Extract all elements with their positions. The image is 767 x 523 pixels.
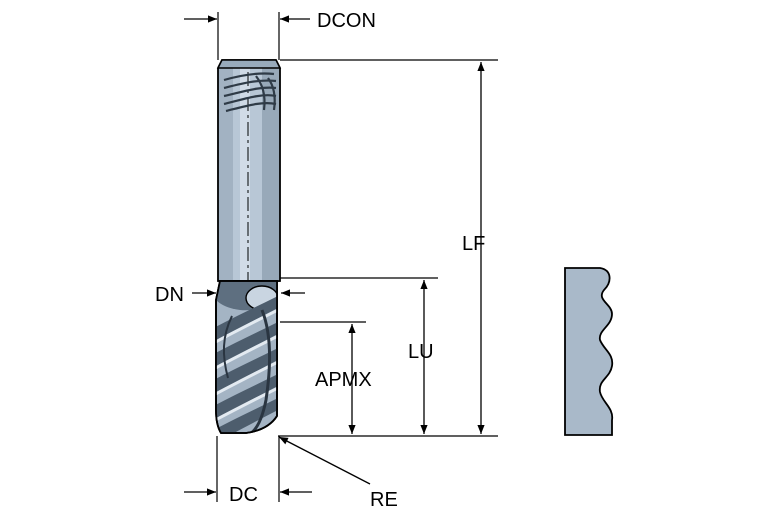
lu-label: LU xyxy=(408,341,434,363)
tool-shank xyxy=(216,59,282,282)
dcon-label: DCON xyxy=(317,10,376,32)
tool-flutes xyxy=(215,280,280,434)
apmx-label: APMX xyxy=(315,369,372,391)
dc-label: DC xyxy=(229,484,258,506)
re-leader xyxy=(278,436,371,485)
shank-thread-marks xyxy=(223,72,277,113)
re-label: RE xyxy=(370,489,398,511)
lf-label: LF xyxy=(462,233,485,255)
extension-lines xyxy=(216,12,498,502)
dn-label: DN xyxy=(155,284,184,306)
edge-profile-section xyxy=(564,267,614,436)
